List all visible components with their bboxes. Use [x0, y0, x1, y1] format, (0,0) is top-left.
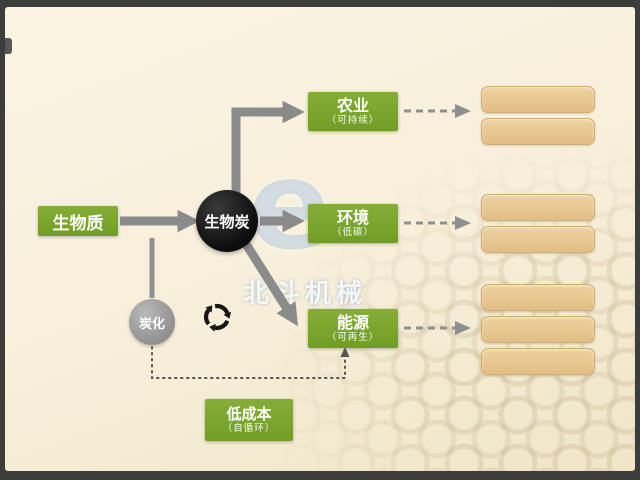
placeholder-box	[481, 316, 595, 343]
node-lowcost-sub: （自循环）	[222, 423, 276, 435]
node-energy: 能源 （可再生）	[308, 309, 398, 348]
edge-artifact	[5, 38, 12, 54]
node-carbonization: 炭化	[129, 299, 175, 345]
placeholder-box	[481, 86, 595, 113]
placeholder-box	[481, 348, 595, 375]
node-biomass: 生物质	[38, 206, 118, 236]
placeholder-box	[481, 118, 595, 145]
node-agriculture-label: 农业	[336, 95, 369, 115]
node-biomass-label: 生物质	[52, 213, 104, 234]
diagram-canvas: e 北斗机械 生物	[5, 7, 635, 471]
recycle-icon	[197, 297, 232, 337]
node-energy-label: 能源	[336, 312, 369, 332]
node-biochar-label: 生物炭	[204, 212, 250, 231]
node-environment: 环境 （低碳）	[308, 204, 398, 243]
node-biochar: 生物炭	[196, 190, 258, 252]
node-energy-sub: （可再生）	[326, 332, 380, 343]
placeholder-box	[481, 226, 595, 253]
arrow-biochar-to-energy	[242, 241, 299, 327]
node-lowcost: 低成本 （自循环）	[205, 399, 293, 441]
outcome-list-agriculture	[481, 86, 595, 145]
dotted-path-carbonization-to-energy	[151, 346, 350, 379]
placeholder-box	[481, 194, 595, 221]
connector-layer	[120, 100, 471, 379]
outcome-list-energy	[481, 284, 595, 375]
node-lowcost-label: 低成本	[226, 405, 272, 424]
arrow-biochar-to-agriculture	[231, 100, 305, 203]
node-environment-label: 环境	[336, 207, 369, 227]
outcome-list-environment	[481, 194, 595, 253]
placeholder-box	[481, 284, 595, 311]
node-agriculture-sub: （可持续）	[326, 115, 380, 126]
node-environment-sub: （低碳）	[331, 227, 374, 238]
node-carbonization-label: 炭化	[138, 316, 165, 332]
node-agriculture: 农业 （可持续）	[308, 92, 398, 131]
